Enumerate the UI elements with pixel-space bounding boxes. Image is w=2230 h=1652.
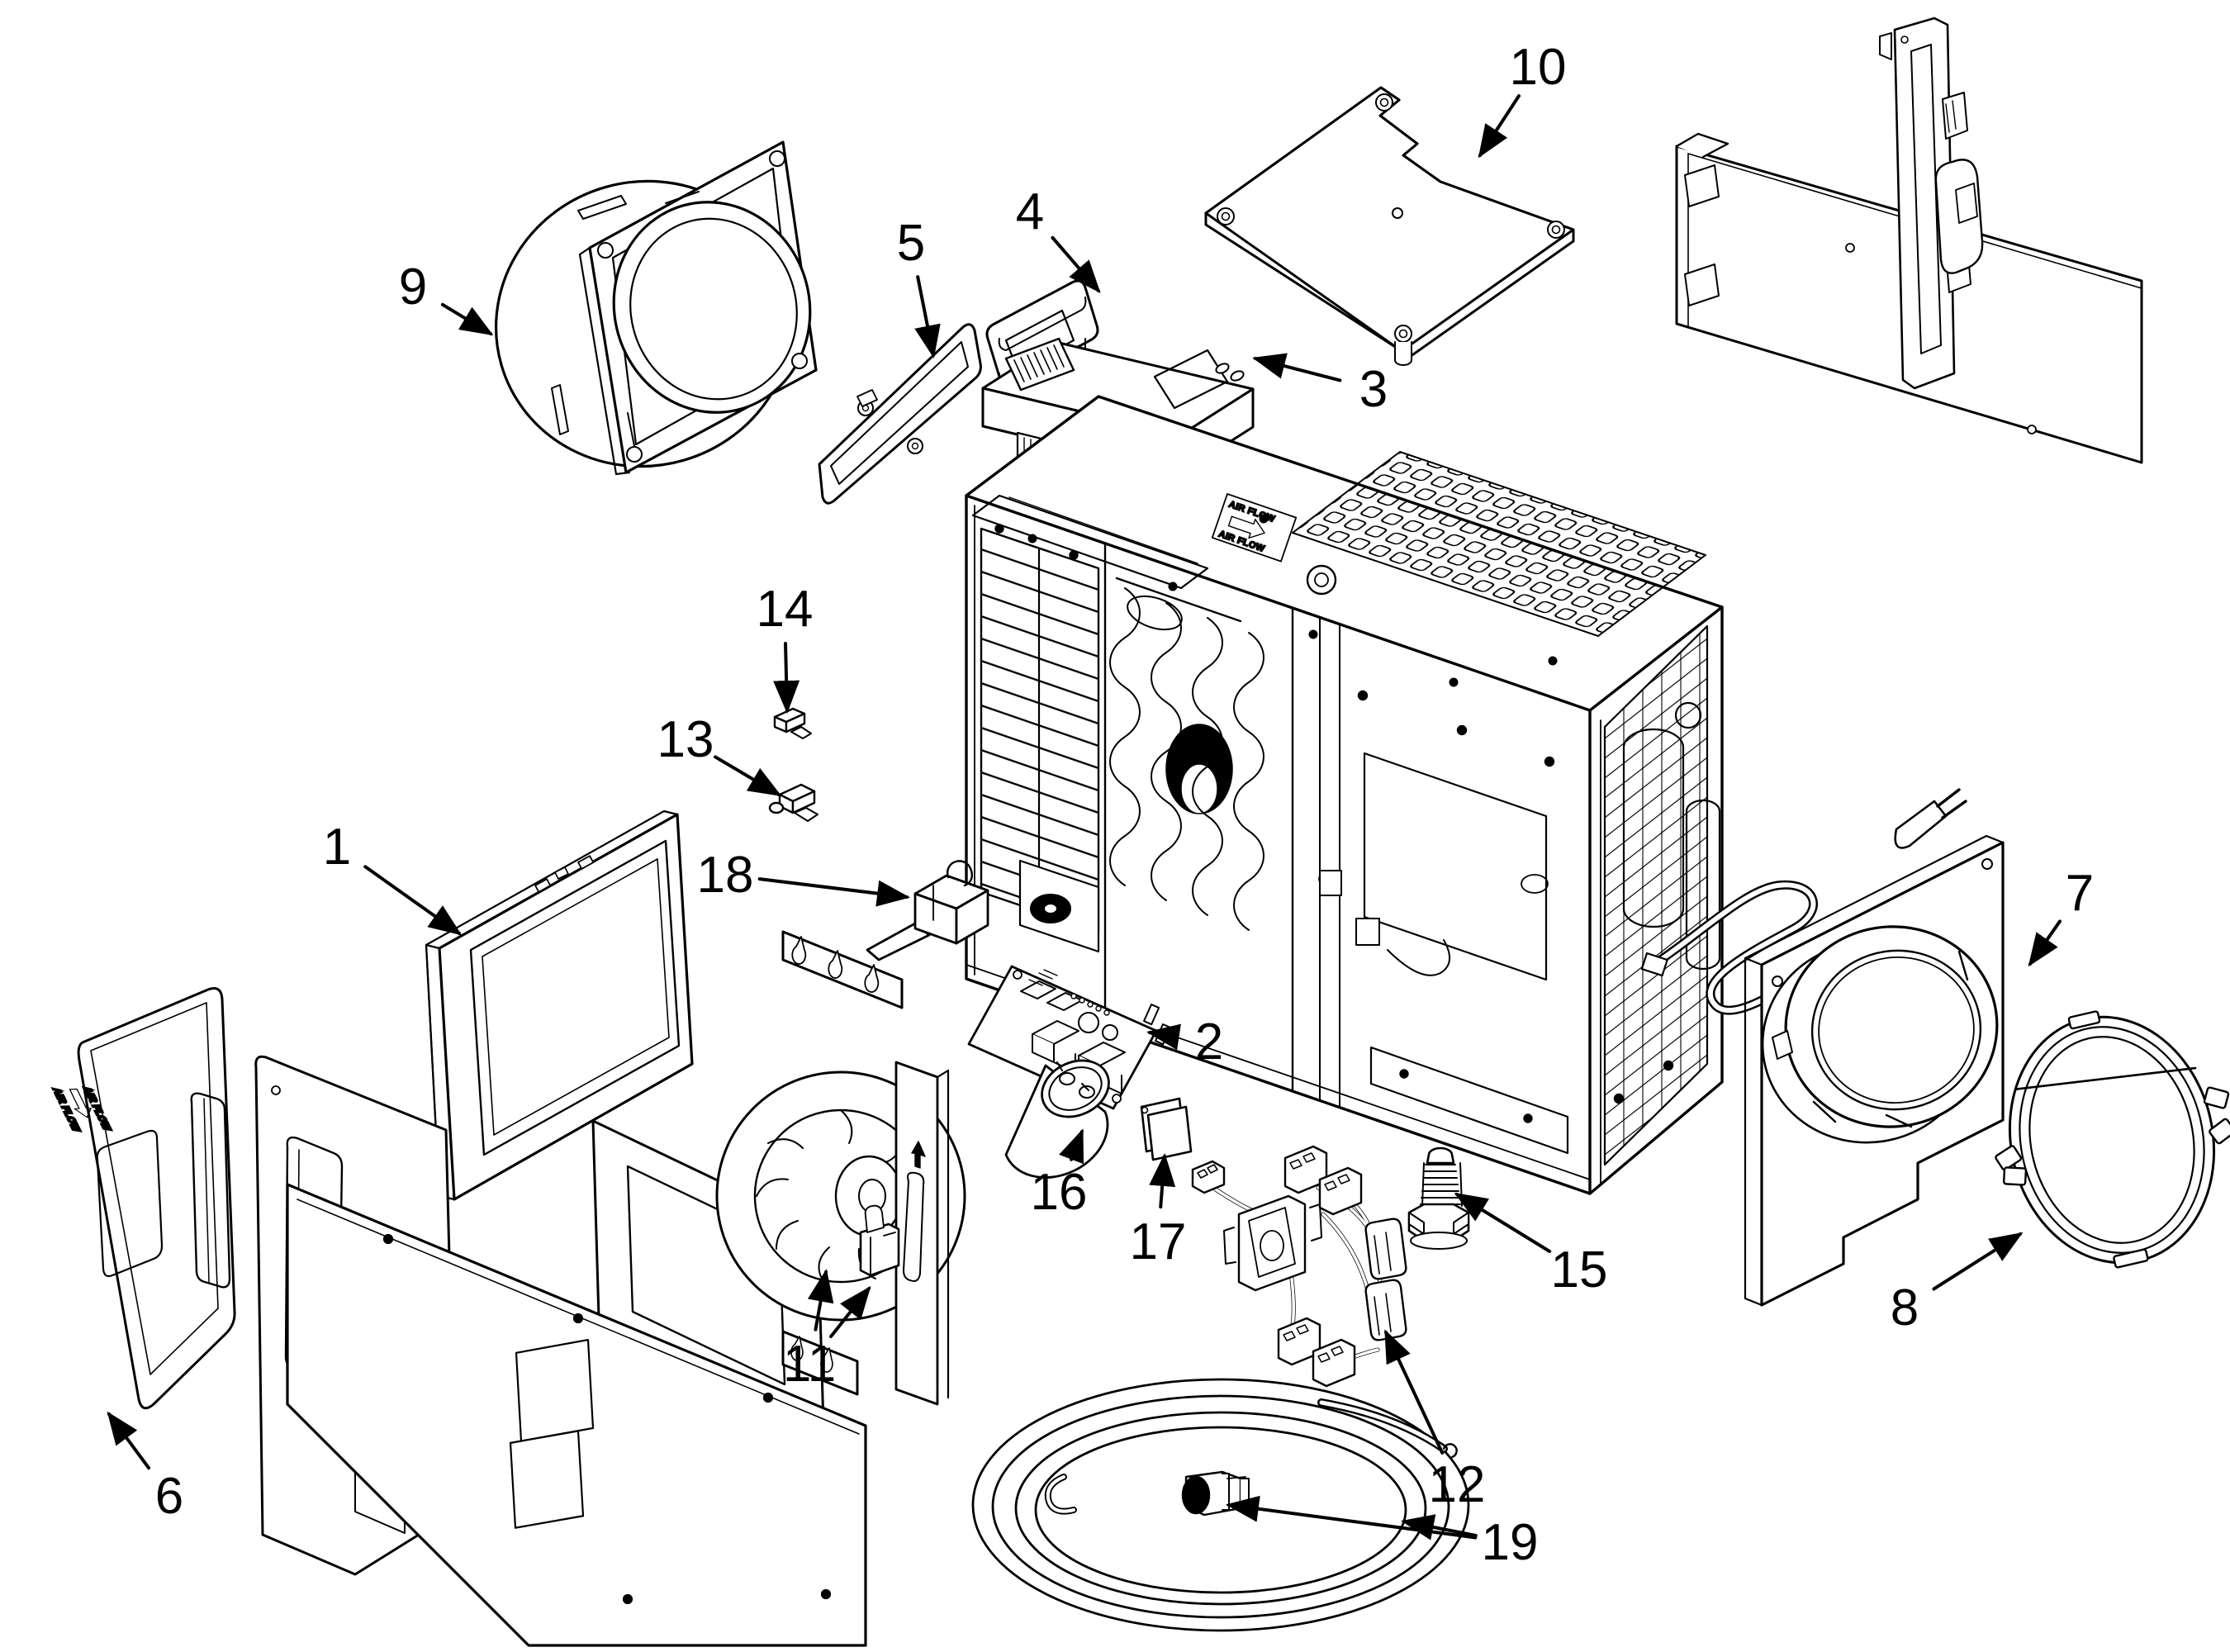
callout-10-leader xyxy=(1478,94,1521,159)
callout-3-leader xyxy=(1252,353,1342,382)
callout-4: 4 xyxy=(1016,183,1101,294)
part-13-clip xyxy=(768,783,818,822)
callout-1: 1 xyxy=(323,819,463,936)
part-5-filter-frame xyxy=(818,323,982,505)
callout-2-leader xyxy=(1146,1023,1182,1051)
part-12-wiring-harness xyxy=(1191,1145,1407,1388)
part-1-front-frame xyxy=(425,809,694,1201)
callout-14-number: 14 xyxy=(757,581,814,638)
callout-13-number: 13 xyxy=(657,711,714,768)
part-17-insulator-plate xyxy=(1140,1097,1193,1161)
callout-15: 15 xyxy=(1454,1192,1608,1298)
callout-10-number: 10 xyxy=(1510,39,1567,96)
part-11-blower-assembly xyxy=(715,930,966,1406)
callout-16-number: 16 xyxy=(1031,1164,1088,1221)
callout-11: 11 xyxy=(783,1269,871,1393)
callout-4-leader xyxy=(1051,235,1101,294)
part-10-top-cover-panel xyxy=(1204,86,1575,366)
callout-12-leader xyxy=(1384,1329,1445,1455)
side-trim-bracket xyxy=(1879,17,1984,390)
part-11-latch-clip xyxy=(859,1204,900,1277)
callout-15-number: 15 xyxy=(1551,1241,1608,1298)
callout-2-number: 2 xyxy=(1195,1014,1223,1070)
callout-5-leader xyxy=(914,275,941,358)
callout-17-number: 17 xyxy=(1130,1213,1187,1270)
callout-2: 2 xyxy=(1146,1014,1223,1070)
part-6-side-panel: AIR FLOW AIR FLOW xyxy=(49,987,236,1410)
callout-13: 13 xyxy=(657,711,782,797)
air-flow-label-top: AIR FLOW AIR FLOW xyxy=(1211,493,1298,563)
callout-6-leader xyxy=(107,1411,151,1470)
callout-19-leader xyxy=(1401,1514,1478,1540)
callout-3: 3 xyxy=(1252,353,1388,418)
callout-13-leader xyxy=(714,755,782,797)
callout-15-leader xyxy=(1454,1192,1552,1254)
callout-12-number: 12 xyxy=(1429,1456,1486,1513)
callout-4-number: 4 xyxy=(1016,183,1044,240)
callout-18: 18 xyxy=(697,847,910,907)
callout-7-number: 7 xyxy=(2066,865,2094,922)
callout-18-number: 18 xyxy=(697,847,754,904)
callout-18-leader xyxy=(757,877,910,907)
callout-7: 7 xyxy=(2028,865,2094,967)
callout-6-number: 6 xyxy=(155,1468,183,1525)
hose-fitting xyxy=(1181,1470,1250,1517)
outer-case-wrap-panel xyxy=(286,1183,867,1647)
callout-9: 9 xyxy=(399,259,494,336)
callout-17: 17 xyxy=(1130,1153,1187,1270)
callout-8: 8 xyxy=(1891,1232,2024,1336)
callout-14-leader xyxy=(773,641,800,714)
callout-19: 19 xyxy=(1226,1495,1539,1571)
part-8-orifice-ring xyxy=(1995,1010,2230,1269)
part-14-clip xyxy=(773,707,812,739)
callout-16: 16 xyxy=(1031,1128,1088,1221)
callout-7-leader xyxy=(2028,919,2062,967)
callout-17-leader xyxy=(1149,1153,1176,1209)
callout-11-leader xyxy=(807,1269,834,1332)
callout-3-number: 3 xyxy=(1359,361,1388,418)
part-7-fan-shroud-rear xyxy=(1744,834,2005,1307)
callout-5-number: 5 xyxy=(897,215,925,272)
callout-19-number: 19 xyxy=(1482,1514,1539,1571)
callout-9-leader xyxy=(440,302,494,336)
callout-10: 10 xyxy=(1478,39,1567,159)
callout-11-number: 11 xyxy=(783,1336,836,1393)
callout-16-leader xyxy=(1059,1128,1084,1165)
part-15-drain-bolt xyxy=(1407,1146,1470,1250)
callout-5: 5 xyxy=(897,215,941,358)
callout-6: 6 xyxy=(107,1411,183,1525)
callout-14: 14 xyxy=(757,581,814,714)
callout-1-number: 1 xyxy=(323,819,351,876)
callout-1-leader xyxy=(363,865,463,936)
part-19-drain-hose xyxy=(971,1378,1470,1632)
callout-11-leader xyxy=(829,1285,871,1339)
part-9-fan-shroud-front xyxy=(494,140,818,476)
main-chassis-assembly: AIR FLOW AIR FLOW xyxy=(965,395,1967,1195)
part-18-switch xyxy=(866,860,989,961)
callout-9-number: 9 xyxy=(399,259,427,316)
callout-8-leader xyxy=(1932,1232,2024,1291)
callout-8-number: 8 xyxy=(1891,1279,1919,1336)
wound-coil xyxy=(1165,724,1233,814)
callout-12: 12 xyxy=(1384,1329,1486,1513)
